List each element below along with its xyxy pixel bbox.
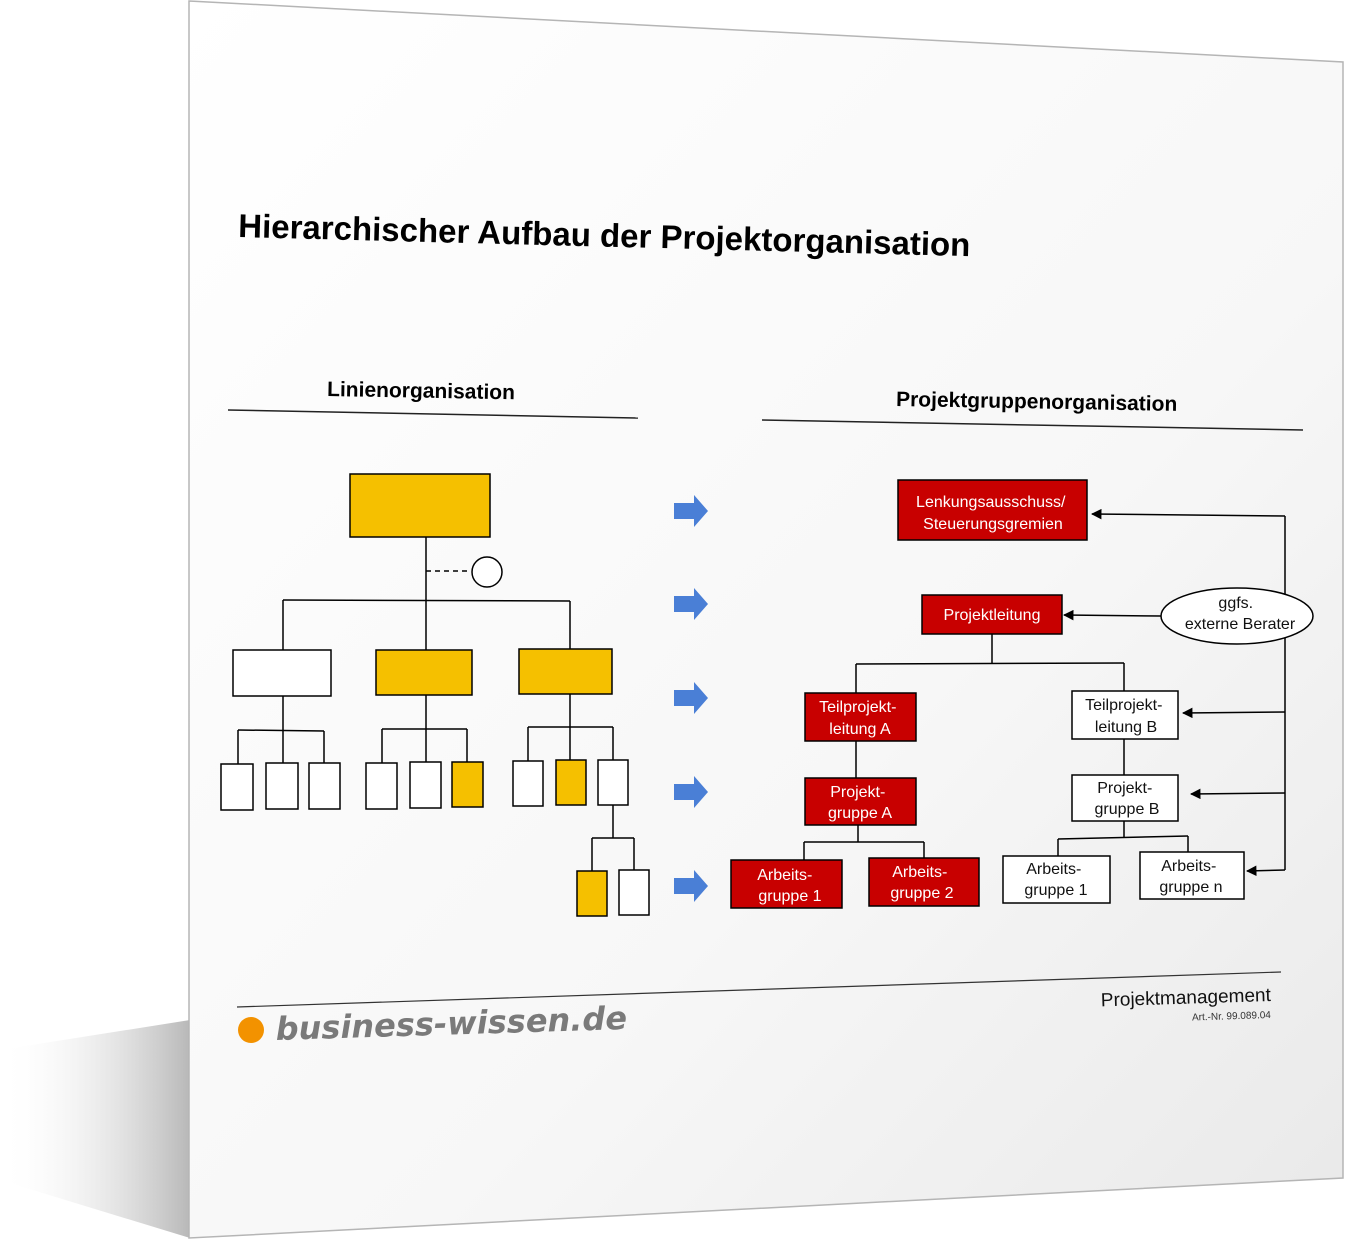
ellipse-externe-berater: [1160, 587, 1314, 645]
label-projektgruppe-a: Projekt- gruppe A: [828, 784, 892, 822]
label-externe-berater: ggfs. externe Berater: [1185, 595, 1296, 633]
transition-arrows: [674, 495, 708, 902]
line-org-l3-box-9: [597, 759, 629, 806]
section-linienorganisation: Linienorganisation: [327, 378, 515, 404]
label-arbeitsgruppe-n-white: Arbeits- gruppe n: [1159, 858, 1222, 896]
line-org-l3-box-5: [409, 761, 442, 809]
box-arbeitsgruppe-1-white: [1002, 855, 1111, 904]
box-lenkungsausschuss: [897, 479, 1088, 541]
box-teilprojektleitung-a: [804, 692, 917, 742]
line-org-l3-box-1: [220, 763, 254, 811]
label-projektleitung: Projektleitung: [944, 607, 1041, 624]
box-projektgruppe-b: [1071, 774, 1179, 822]
line-org-top-box: [349, 473, 491, 538]
line-org-l2-box-3: [518, 648, 613, 695]
project-org-red-boxes: [730, 479, 1088, 909]
box-projektgruppe-a: [804, 777, 917, 826]
blue-arrow-icon: [674, 870, 708, 902]
blue-arrow-icon: [674, 495, 708, 527]
section-projektgruppenorganisation: Projektgruppenorganisation: [896, 388, 1178, 416]
line-org-chart: [220, 473, 650, 917]
footer-article-number: Art.-Nr. 99.089.04: [1192, 1010, 1272, 1023]
label-lenkungsausschuss: Lenkungsausschuss/ Steuerungsgremien: [916, 494, 1070, 533]
section-rule-right: [761, 419, 1304, 431]
line-org-l3-box-7: [512, 760, 544, 807]
line-org-l2-box-1: [232, 649, 332, 697]
staff-position-circle: [471, 556, 503, 588]
blue-arrow-icon: [674, 776, 708, 808]
label-projektgruppe-b: Projekt- gruppe B: [1095, 780, 1160, 818]
blue-arrow-icon: [674, 682, 708, 714]
line-org-l4-box-1: [576, 870, 608, 917]
line-org-l3-box-2: [265, 762, 299, 810]
line-org-l2-box-2: [375, 649, 473, 696]
project-org-labels: Lenkungsausschuss/ Steuerungsgremien Pro…: [757, 494, 1296, 905]
line-org-l3-box-8: [555, 759, 587, 806]
label-teilprojektleitung-a: Teilprojekt- leitung A: [819, 699, 901, 738]
label-teilprojektleitung-b: Teilprojekt- leitung B: [1085, 697, 1167, 736]
label-arbeitsgruppe-2-red: Arbeits- gruppe 2: [890, 864, 953, 902]
label-arbeitsgruppe-1-red: Arbeits- gruppe 1: [757, 867, 821, 905]
blue-arrow-icon: [674, 588, 708, 620]
paper-sheet: [188, 0, 1344, 1239]
box-arbeitsgruppe-n-white: [1139, 851, 1245, 900]
box-arbeitsgruppe-1-red: [730, 859, 843, 909]
footer-rule: [236, 971, 1282, 1008]
box-projektleitung: [921, 594, 1063, 635]
brand-dot-icon: [238, 1017, 264, 1043]
box-teilprojektleitung-b: [1071, 690, 1179, 740]
label-arbeitsgruppe-1-white: Arbeits- gruppe 1: [1024, 861, 1087, 899]
line-org-l3-box-6: [451, 761, 484, 808]
line-org-l4-box-2: [618, 869, 650, 916]
project-org-white-boxes: [1002, 587, 1314, 904]
page-shadow: [0, 1020, 190, 1238]
line-org-l3-box-4: [365, 762, 398, 810]
line-org-l3-box-3: [308, 762, 341, 810]
box-arbeitsgruppe-2-red: [868, 857, 980, 907]
project-org-connectors: [803, 508, 1286, 876]
section-rule-left: [227, 409, 639, 419]
